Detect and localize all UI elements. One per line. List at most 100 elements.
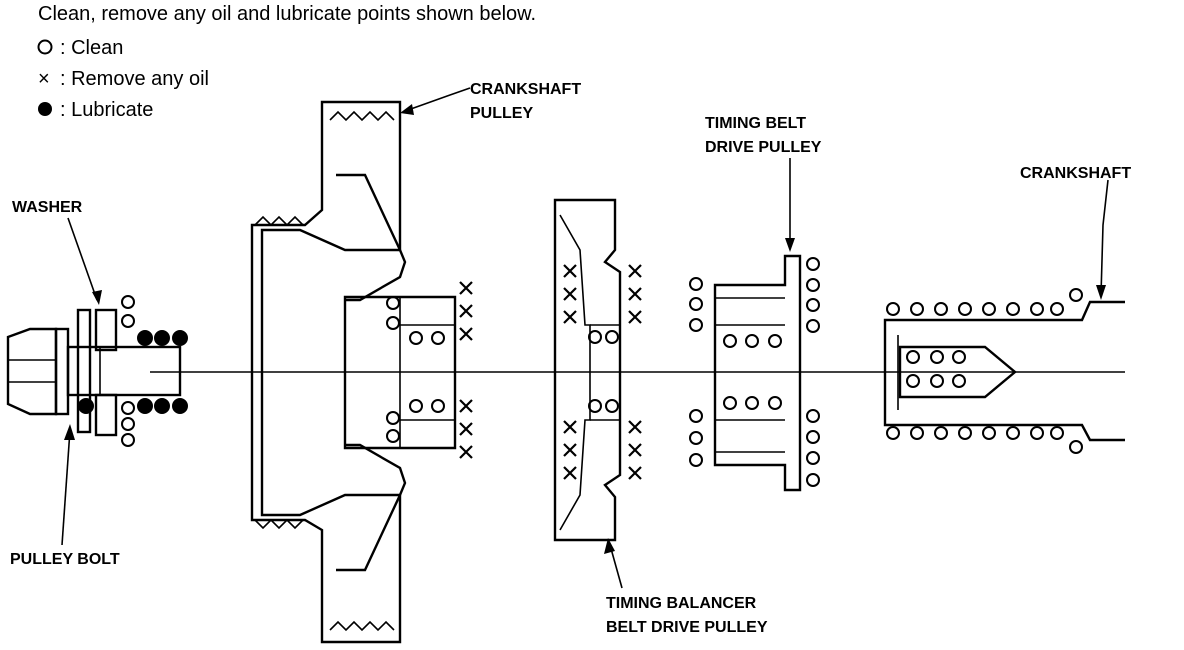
clean-mark — [958, 302, 972, 316]
timing-balancer-belt-drive-pulley — [553, 198, 622, 542]
leader-lines — [61, 87, 1109, 589]
clean-mark — [806, 430, 820, 444]
legend-lubricate: : Lubricate — [60, 99, 153, 121]
clean-mark — [806, 257, 820, 271]
clean-mark — [431, 399, 445, 413]
remove-oil-mark — [459, 327, 473, 341]
clean-mark — [588, 330, 602, 344]
clean-mark — [689, 453, 703, 467]
clean-mark — [121, 417, 135, 431]
clean-mark — [409, 399, 423, 413]
clean-mark — [934, 426, 948, 440]
clean-mark — [934, 302, 948, 316]
clean-mark — [745, 396, 759, 410]
clean-mark — [121, 433, 135, 447]
clean-mark — [689, 297, 703, 311]
clean-mark — [806, 298, 820, 312]
clean-mark — [806, 473, 820, 487]
clean-mark — [605, 330, 619, 344]
clean-mark — [952, 374, 966, 388]
clean-mark — [930, 374, 944, 388]
clean-mark — [121, 295, 135, 309]
clean-mark — [689, 409, 703, 423]
clean-mark — [1069, 440, 1083, 454]
remove-oil-mark — [563, 310, 577, 324]
clean-mark — [806, 319, 820, 333]
clean-mark — [588, 399, 602, 413]
service-marks — [78, 257, 1083, 487]
lubricate-mark — [172, 398, 188, 414]
clean-mark — [930, 350, 944, 364]
label-crankshaft: CRANKSHAFT — [1020, 165, 1131, 182]
clean-mark — [121, 401, 135, 415]
clean-mark — [806, 278, 820, 292]
clean-mark — [1050, 426, 1064, 440]
clean-mark — [886, 426, 900, 440]
clean-mark — [689, 277, 703, 291]
lubricate-symbol-icon — [38, 102, 52, 116]
clean-mark — [768, 334, 782, 348]
clean-mark — [431, 331, 445, 345]
label-timing-balancer-2: BELT DRIVE PULLEY — [606, 619, 768, 636]
remove-oil-mark — [563, 264, 577, 278]
lubricate-mark — [78, 398, 94, 414]
remove-oil-mark — [628, 287, 642, 301]
clean-mark — [1030, 426, 1044, 440]
clean-mark — [886, 302, 900, 316]
clean-mark — [1050, 302, 1064, 316]
remove-oil-mark — [563, 443, 577, 457]
clean-mark — [386, 316, 400, 330]
lubricate-mark — [137, 330, 153, 346]
remove-oil-mark — [563, 466, 577, 480]
clean-mark — [689, 318, 703, 332]
remove-oil-mark — [628, 420, 642, 434]
clean-mark — [386, 429, 400, 443]
clean-mark — [768, 396, 782, 410]
remove-oil-mark — [459, 304, 473, 318]
clean-mark — [906, 374, 920, 388]
label-timing-belt-drive-pulley-1: TIMING BELT — [705, 115, 806, 132]
remove-oil-mark — [563, 287, 577, 301]
remove-oil-mark — [628, 264, 642, 278]
clean-mark — [982, 302, 996, 316]
clean-mark — [723, 334, 737, 348]
clean-mark — [386, 296, 400, 310]
clean-mark — [745, 334, 759, 348]
clean-mark — [121, 314, 135, 328]
remove-oil-mark — [628, 443, 642, 457]
crankshaft — [883, 300, 1125, 442]
clean-mark — [952, 350, 966, 364]
remove-oil-symbol-icon: × — [38, 68, 50, 90]
clean-mark — [906, 350, 920, 364]
label-pulley-bolt: PULLEY BOLT — [10, 551, 120, 568]
clean-mark — [910, 426, 924, 440]
clean-mark — [1006, 302, 1020, 316]
label-timing-belt-drive-pulley-2: DRIVE PULLEY — [705, 139, 822, 156]
remove-oil-mark — [459, 445, 473, 459]
clean-mark — [723, 396, 737, 410]
lubricate-mark — [172, 330, 188, 346]
clean-mark — [605, 399, 619, 413]
clean-mark — [1069, 288, 1083, 302]
lubricate-mark — [154, 398, 170, 414]
remove-oil-mark — [459, 399, 473, 413]
remove-oil-mark — [459, 422, 473, 436]
instruction-text: Clean, remove any oil and lubricate poin… — [38, 3, 536, 25]
clean-mark — [689, 431, 703, 445]
timing-belt-drive-pulley — [713, 254, 802, 492]
clean-symbol-icon — [37, 39, 53, 55]
label-timing-balancer-1: TIMING BALANCER — [606, 595, 757, 612]
remove-oil-mark — [628, 310, 642, 324]
clean-mark — [1006, 426, 1020, 440]
crankshaft-pulley — [250, 100, 457, 644]
clean-mark — [910, 302, 924, 316]
clean-mark — [958, 426, 972, 440]
lubricate-mark — [137, 398, 153, 414]
label-crankshaft-pulley-1: CRANKSHAFT — [470, 81, 581, 98]
remove-oil-mark — [628, 466, 642, 480]
part-labels: CRANKSHAFT PULLEY TIMING BELT DRIVE PULL… — [10, 81, 1131, 636]
clean-mark — [806, 409, 820, 423]
legend-clean: : Clean — [60, 37, 123, 59]
pulley-bolt — [6, 327, 182, 416]
